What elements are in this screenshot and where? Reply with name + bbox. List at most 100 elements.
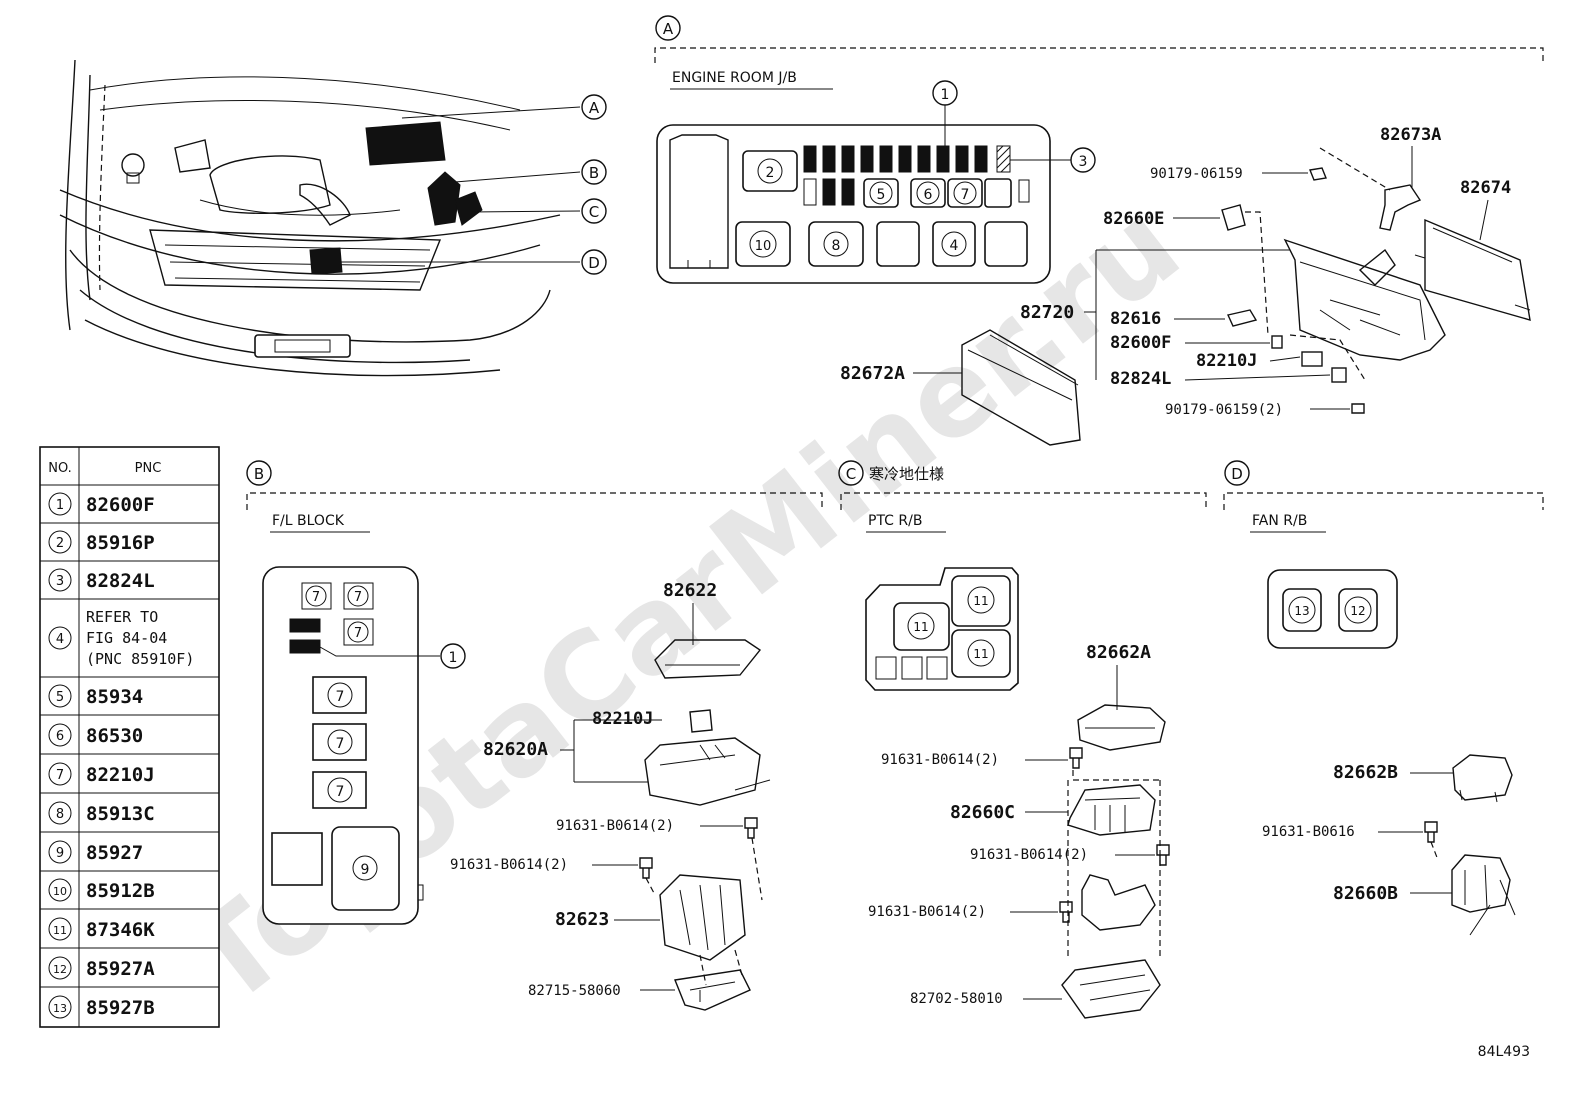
svg-text:13: 13	[1294, 604, 1309, 618]
svg-text:13: 13	[53, 1002, 67, 1015]
svg-text:85927: 85927	[86, 842, 143, 864]
table-header-pnc: PNC	[135, 461, 162, 476]
svg-text:9: 9	[56, 846, 64, 861]
section-c-note: 寒冷地仕様	[869, 465, 944, 483]
fuse-row	[803, 145, 1030, 206]
label-82715-58060: 82715-58060	[528, 983, 621, 999]
svg-text:A: A	[589, 99, 600, 117]
svg-text:4: 4	[56, 632, 64, 647]
svg-text:12: 12	[53, 963, 67, 976]
label-82672a: 82672A	[840, 363, 905, 384]
svg-text:85927B: 85927B	[86, 997, 155, 1019]
table-row: 9 85927	[40, 840, 219, 872]
svg-text:11: 11	[973, 647, 988, 661]
svg-text:2: 2	[56, 536, 64, 551]
label-82660e: 82660E	[1103, 209, 1164, 229]
table-row: 5 85934	[40, 684, 219, 716]
svg-text:3: 3	[1079, 154, 1088, 170]
svg-text:1: 1	[56, 498, 64, 513]
svg-text:7: 7	[961, 187, 970, 203]
table-row: 8 85913C	[40, 801, 219, 833]
figure-code: 84L493	[1478, 1044, 1530, 1060]
svg-text:85934: 85934	[86, 686, 143, 708]
label-82702-58010: 82702-58010	[910, 991, 1003, 1007]
label-82622: 82622	[663, 580, 717, 601]
section-c-title: PTC R/B	[868, 513, 922, 529]
section-d-title: FAN R/B	[1252, 513, 1307, 529]
label-82660c: 82660C	[950, 802, 1015, 823]
label-82662b: 82662B	[1333, 762, 1398, 783]
section-c-header: C 寒冷地仕様 PTC R/B	[838, 460, 1207, 533]
section-b-letter: B	[254, 465, 264, 483]
section-c-letter: C	[846, 465, 856, 483]
section-a-letter: A	[663, 20, 674, 38]
svg-text:(PNC 85910F): (PNC 85910F)	[86, 650, 194, 668]
table-header-no: NO.	[48, 461, 72, 476]
label-82210j-b: 82210J	[592, 709, 653, 729]
svg-text:1: 1	[449, 650, 458, 666]
svg-text:7: 7	[354, 590, 362, 605]
svg-text:5: 5	[877, 187, 886, 203]
section-d-parts: 82662B 91631-B0616 82660B	[1262, 754, 1516, 936]
label-82620a: 82620A	[483, 739, 548, 760]
section-d-letter: D	[1231, 465, 1243, 483]
table-row: 6 86530	[40, 723, 219, 755]
pnc-table: NO. PNC 1 82600F 2 85916P 3 82824L 4 REF…	[39, 446, 220, 1028]
svg-text:82824L: 82824L	[86, 570, 155, 592]
svg-text:B: B	[589, 164, 599, 182]
callout-c	[581, 198, 607, 224]
table-row: 3 82824L	[40, 568, 219, 600]
table-row: 1 82600F	[40, 492, 219, 524]
section-b-header: B F/L BLOCK	[246, 460, 823, 533]
label-82674: 82674	[1460, 178, 1511, 198]
label-82673a: 82673A	[1380, 125, 1441, 145]
svg-text:5: 5	[56, 690, 64, 705]
svg-text:4: 4	[950, 238, 959, 254]
section-a-header: A ENGINE ROOM J/B	[654, 15, 1544, 90]
svg-text:8: 8	[56, 807, 64, 822]
svg-text:6: 6	[924, 187, 933, 203]
table-row: 12 85927A	[40, 956, 219, 988]
svg-text:12: 12	[1350, 604, 1365, 618]
svg-text:8: 8	[832, 238, 841, 254]
table-row: 13 85927B	[48, 995, 155, 1019]
section-b-title: F/L BLOCK	[272, 513, 345, 529]
engine-room-jb-layout: 2 5 6 7 10	[656, 80, 1096, 284]
svg-text:10: 10	[53, 885, 67, 898]
section-c-parts: 82662A 91631-B0614(2) 82660C 91631-B0614…	[868, 642, 1170, 1019]
svg-text:86530: 86530	[86, 725, 143, 747]
svg-text:10: 10	[755, 239, 772, 254]
svg-text:85916P: 85916P	[86, 532, 155, 554]
label-91631-b0614-c1: 91631-B0614(2)	[881, 752, 999, 768]
label-90179-06159: 90179-06159	[1150, 166, 1243, 182]
section-a-parts: 82673A 90179-06159 82674 82660E 82720 82…	[840, 125, 1531, 446]
label-91631-b0614-b2: 91631-B0614(2)	[450, 857, 568, 873]
label-91631-b0616: 91631-B0616	[1262, 824, 1355, 840]
svg-text:11: 11	[973, 594, 988, 608]
table-row: 7 82210J	[40, 762, 219, 794]
svg-text:6: 6	[56, 729, 64, 744]
label-82210j-a: 82210J	[1196, 351, 1257, 371]
label-82720: 82720	[1020, 302, 1074, 323]
label-82662a: 82662A	[1086, 642, 1151, 663]
ptc-rb-layout: 11 11 11	[865, 567, 1019, 691]
table-row: 10 85912B	[40, 878, 219, 910]
svg-text:87346K: 87346K	[86, 919, 155, 941]
label-82660b: 82660B	[1333, 883, 1398, 904]
svg-text:7: 7	[336, 736, 345, 752]
svg-text:85913C: 85913C	[86, 803, 155, 825]
svg-text:85912B: 85912B	[86, 880, 155, 902]
section-a-title: ENGINE ROOM J/B	[672, 70, 797, 86]
callout-a	[581, 94, 607, 120]
label-82600f: 82600F	[1110, 333, 1171, 353]
svg-text:7: 7	[354, 626, 362, 641]
car-engine-bay-illustration: A B C D	[59, 59, 607, 377]
fl-block-layout: 7 7 7 7 7 7 9 1	[262, 566, 466, 925]
svg-text:7: 7	[336, 689, 345, 705]
label-82616: 82616	[1110, 309, 1161, 329]
svg-text:C: C	[589, 203, 599, 221]
svg-text:1: 1	[941, 87, 950, 103]
label-91631-b0614-c3: 91631-B0614(2)	[868, 904, 986, 920]
